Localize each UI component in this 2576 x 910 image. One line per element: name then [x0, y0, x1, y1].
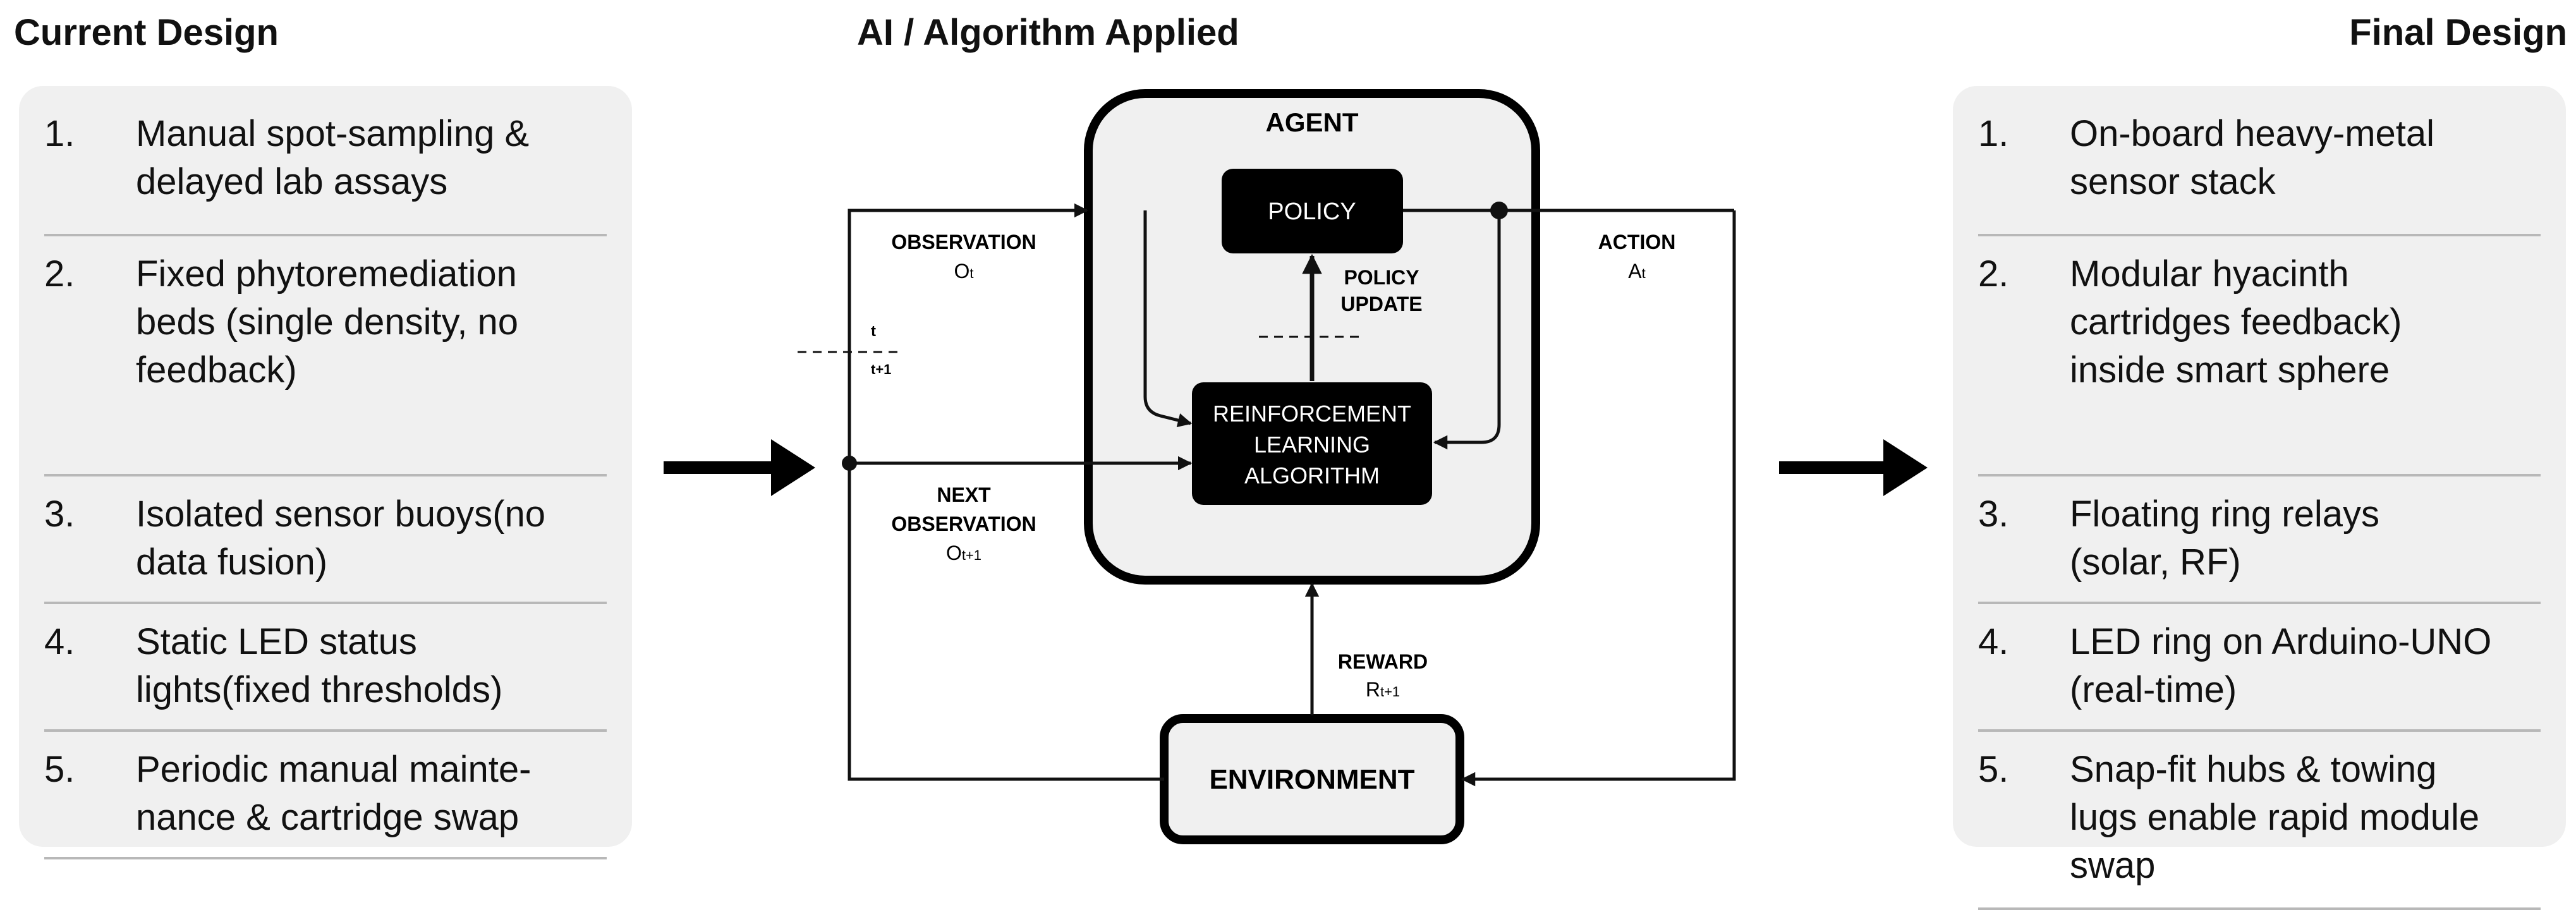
reward-symbol: Rt+1 [1366, 678, 1400, 701]
final-design-item-4: 4. LED ring on Arduino-UNO (real-time) [1978, 604, 2541, 732]
rl-label-line-2: LEARNING [1254, 432, 1370, 458]
item-text: Static LED status lights(fixed threshold… [136, 621, 503, 710]
rl-label-line-3: ALGORITHM [1244, 463, 1380, 488]
time-step-t: t [871, 323, 876, 340]
reward-label: REWARD [1338, 650, 1428, 673]
item-text: Isolated sensor buoys(no data fusion) [136, 494, 546, 583]
final-design-item-1: 1. On-board heavy-metal sensor stack [1978, 110, 2541, 236]
next-observation-line-2: OBSERVATION [891, 513, 1036, 535]
final-design-item-3: 3. Floating ring relays (solar, RF) [1978, 476, 2541, 604]
item-text: On-board heavy-metal sensor stack [2070, 113, 2435, 202]
item-number: 2. [44, 253, 75, 294]
policy-update-line-2: UPDATE [1340, 293, 1422, 315]
time-step-t1: t+1 [871, 361, 891, 377]
item-text: Floating ring relays (solar, RF) [2070, 494, 2379, 583]
item-number: 2. [1978, 253, 2009, 294]
environment-label: ENVIRONMENT [1209, 764, 1414, 795]
item-number: 5. [1978, 749, 2009, 790]
item-text: LED ring on Arduino-UNO (real-time) [2070, 621, 2492, 710]
action-feedback-arrow [1433, 210, 1501, 450]
current-design-panel: 1. Manual spot-sampling & delayed lab as… [19, 86, 632, 859]
observation-symbol: Ot [954, 260, 973, 282]
final-design-heading: Final Design [2349, 12, 2567, 53]
action-label: ACTION [1598, 231, 1676, 253]
ai-algorithm-heading: AI / Algorithm Applied [857, 12, 1239, 53]
current-design-item-2: 2. Fixed phytoremediation beds (single d… [44, 236, 607, 476]
item-number: 1. [44, 113, 75, 154]
item-number: 4. [44, 621, 75, 662]
policy-update-line-1: POLICY [1344, 266, 1419, 289]
policy-label: POLICY [1268, 198, 1356, 225]
observation-arrow [848, 203, 1164, 781]
current-design-item-1: 1. Manual spot-sampling & delayed lab as… [44, 110, 607, 236]
next-observation-line-1: NEXT [937, 483, 991, 506]
policy-box [1222, 169, 1403, 253]
current-design-item-3: 3. Isolated sensor buoys(no data fusion) [44, 476, 607, 604]
item-number: 3. [1978, 494, 2009, 535]
final-design-item-2: 2. Modular hyacinth cartridges feedback)… [1978, 236, 2541, 476]
next-observation-junction [842, 456, 857, 471]
item-text: Modular hyacinth cartridges feedback) in… [2070, 253, 2402, 391]
observation-label: OBSERVATION [891, 231, 1036, 253]
item-text: Periodic manual mainte- nance & cartridg… [136, 749, 532, 838]
current-design-item-4: 4. Static LED status lights(fixed thresh… [44, 604, 607, 732]
final-design-item-5: 5. Snap-fit hubs & towing lugs enable ra… [1978, 732, 2541, 910]
current-design-heading: Current Design [14, 12, 279, 53]
item-number: 1. [1978, 113, 2009, 154]
next-observation-symbol: Ot+1 [946, 542, 981, 564]
item-number: 5. [44, 749, 75, 790]
final-design-panel: 1. On-board heavy-metal sensor stack 2. … [1953, 86, 2566, 910]
agent-label: AGENT [1266, 107, 1359, 137]
rl-label-line-1: REINFORCEMENT [1213, 401, 1411, 427]
current-design-item-5: 5. Periodic manual mainte- nance & cartr… [44, 732, 607, 859]
transition-arrow-right-head [1883, 439, 1928, 496]
observation-to-rl-arrow [1143, 210, 1193, 428]
item-text: Manual spot-sampling & delayed lab assay… [136, 113, 530, 202]
transition-arrow-left-head [771, 439, 815, 496]
item-text: Fixed phytoremediation beds (single dens… [136, 253, 519, 391]
action-symbol: At [1628, 260, 1645, 282]
item-text: Snap-fit hubs & towing lugs enable rapid… [2070, 749, 2480, 886]
rl-algorithm-box [1192, 382, 1432, 505]
item-number: 4. [1978, 621, 2009, 662]
item-number: 3. [44, 494, 75, 535]
action-arrow [1461, 210, 1736, 787]
